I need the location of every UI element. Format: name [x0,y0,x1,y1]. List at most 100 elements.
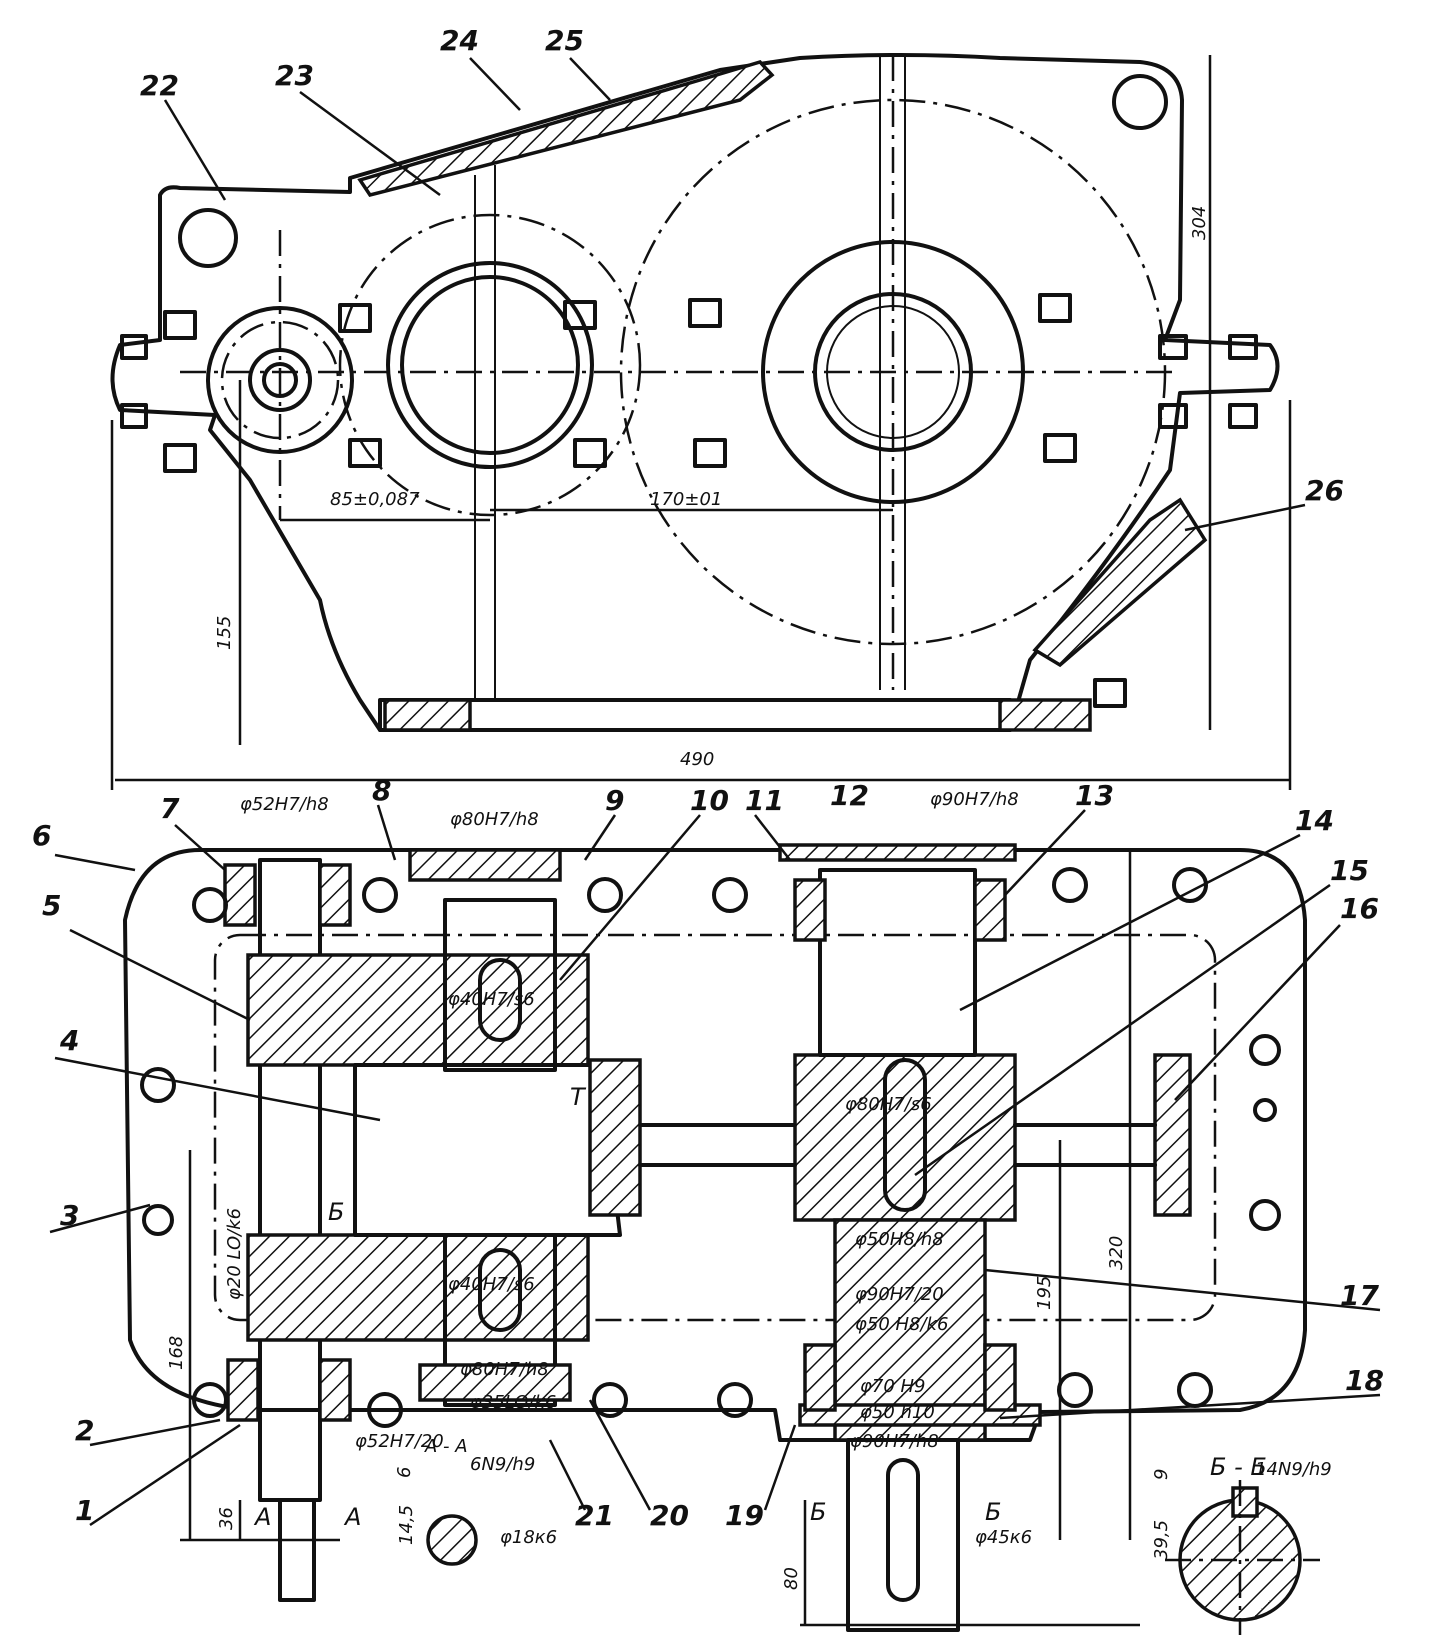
hub-upper [443,898,557,1072]
front-view: 85±0,087 170±01 490 155 304 [110,53,1292,790]
fit-40h7s6-lower: φ40H7/s6 [448,1274,535,1295]
part-number-8: 8 [372,774,391,807]
dim-195: 195 [1034,1276,1055,1310]
oil-gauge [1032,497,1208,668]
output-shaft-end [846,1438,960,1632]
dim-170: 170±01 [650,489,722,510]
part-number-7: 7 [160,792,180,825]
part-number-5: 5 [42,889,61,922]
keyway-upper [478,958,522,1042]
fit-70h9: φ70 H9 [860,1376,926,1397]
middle-gear-pitch-circle [338,213,642,517]
fit-80h7s6: φ80H7/s6 [845,1094,932,1115]
part-number-14: 14 [1295,804,1334,837]
base-foot-left [383,698,472,732]
dim-155: 155 [214,616,235,650]
fit-50h8k6: φ50 H8/k6 [855,1314,948,1335]
part-number-20: 20 [650,1499,689,1532]
bearing-mid-upper [408,848,562,882]
bearing-upper-right [793,878,827,942]
bearing-mid-lower [418,1363,572,1402]
part-number-15: 15 [1330,854,1369,887]
pinion-upper [246,953,590,1067]
dim-6: 6 [394,1467,415,1478]
input-shaft-end [278,1498,316,1602]
section-aa-title: А - А [424,1436,468,1457]
housing-plan-outline [123,848,1307,1442]
part-number-9: 9 [605,784,624,817]
dim-85: 85±0,087 [330,489,420,510]
middle-gear-bore [400,275,580,455]
fit-14n9h9: 14N9/h9 [1255,1459,1332,1480]
dim-80: 80 [781,1567,802,1590]
bearing-upper-right-2 [973,878,1007,942]
part-number-19: 19 [725,1499,764,1532]
mounting-hole-right [1112,74,1168,130]
pinion-lower [246,1233,590,1342]
part-number-26: 26 [1305,474,1344,507]
fit-52h7-20: φ52H7/20 [355,1431,444,1452]
bearing-cover-top [778,843,1017,862]
fit-80h7h8-low: φ80H7/h8 [460,1359,549,1380]
part-number-25: 25 [545,24,584,57]
section-b-right: Б [985,1498,1001,1526]
section-a-left: А [253,1503,271,1531]
section-aa-circle [426,1514,478,1566]
dim-39-5: 39,5 [1151,1520,1172,1560]
part-number-1: 1 [75,1494,94,1527]
fit-6n9h9: 6N9/h9 [470,1454,535,1475]
dim-168: 168 [166,1336,187,1370]
plan-section-view: φ52H7/h8 φ80H7/h8 φ90H7/h8 φ40H7/s6 φ40H… [123,789,1332,1635]
input-shaft [262,362,298,398]
keyway-lower [478,1248,522,1332]
bearing-lower-right [803,1343,837,1412]
housing-outline [110,53,1280,732]
section-bb-key [1231,1486,1259,1518]
part-number-12: 12 [830,779,869,812]
large-gear-keyway [883,1058,927,1212]
bolts-front [120,293,1258,708]
dim-304: 304 [1189,206,1210,240]
fit-50h8h8: φ50H8/h8 [855,1229,944,1250]
part-number-24: 24 [440,24,479,57]
fit-40h7s6-upper: φ40H7/s6 [448,989,535,1010]
housing-inner-wall [213,933,1217,1322]
part-number-22: 22 [140,69,179,102]
mounting-hole-left [178,208,238,268]
section-bb-title: Б - Б [1210,1453,1267,1481]
bearing-upper-left [223,863,257,927]
part-number-2: 2 [75,1414,94,1447]
large-gear-plan [793,1053,1017,1222]
base-plate [378,698,1012,732]
gear-rim-right [1153,1053,1192,1217]
input-shaft-bore [248,348,312,412]
base-foot-right [998,698,1092,732]
section-t-mark: Т [570,1083,587,1111]
bearing-cover-bottom [798,1403,1042,1427]
bearing-lower-right-2 [983,1343,1017,1412]
part-number-3: 3 [60,1199,79,1232]
fit-18k6: φ18к6 [500,1527,557,1548]
dim-320: 320 [1106,1236,1127,1270]
fit-45k6: φ45к6 [975,1527,1032,1548]
part-number-4: 4 [59,1024,79,1057]
part-number-13: 13 [1075,779,1114,812]
middle-gear-hub [386,261,594,469]
input-gear-pitch [220,320,340,440]
bearing-lower-left-2 [318,1358,352,1422]
part-callouts: 1 2 3 4 5 6 7 8 9 10 11 12 13 14 15 16 1… [32,24,1384,1532]
section-a-right: А [343,1503,361,1531]
fit-90h7h8-bottom: φ90H7/h8 [850,1431,939,1452]
intermediate-shaft [353,1063,622,1237]
part-number-10: 10 [690,784,729,817]
dim-9: 9 [1151,1469,1172,1480]
dim-14-5: 14,5 [396,1505,417,1545]
fit-90h7h8-top: φ90H7/h8 [930,789,1019,810]
fit-35lok6: φ35LO/k6 [470,1392,556,1413]
part-number-11: 11 [745,784,784,817]
fit-52h7h8: φ52H7/h8 [240,794,329,815]
part-number-18: 18 [1345,1364,1384,1397]
inspection-cover [357,60,775,198]
part-number-23: 23 [275,59,314,92]
dim-36: 36 [216,1507,237,1530]
